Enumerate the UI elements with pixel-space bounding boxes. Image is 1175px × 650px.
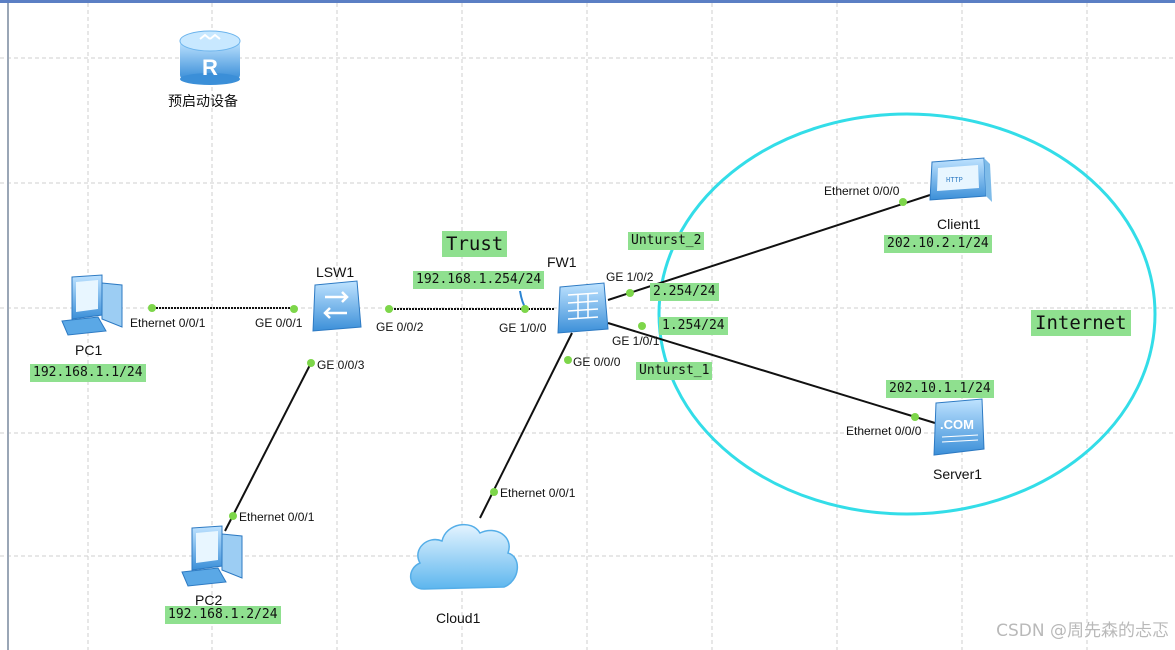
port-dot[interactable]: [521, 305, 529, 313]
server1-label: Server1: [933, 466, 983, 482]
firewall-icon[interactable]: [557, 282, 609, 334]
fw1-label: FW1: [547, 254, 577, 270]
internet-zone-ellipse: [657, 112, 1157, 516]
untrust1-zone-tag: Unturst_1: [636, 362, 713, 380]
port-label-lsw1-ge001: GE 0/0/1: [255, 316, 303, 330]
cloud1-label: Cloud1: [436, 610, 481, 626]
svg-text:R: R: [202, 55, 218, 80]
pc-icon[interactable]: [181, 525, 243, 587]
port-dot[interactable]: [899, 198, 907, 206]
port-dot[interactable]: [490, 488, 498, 496]
port-label-fw1-ge100: GE 1/0/0: [499, 321, 547, 335]
untrust2-zone-tag: Unturst_2: [628, 232, 705, 250]
svg-text:.COM: .COM: [940, 417, 974, 432]
port-label-lsw1-ge002: GE 0/0/2: [376, 320, 424, 334]
port-label-pc2-eth: Ethernet 0/0/1: [239, 510, 315, 524]
client1-ip-tag: 202.10.2.1/24: [884, 235, 992, 253]
cloud-icon[interactable]: [410, 523, 518, 590]
router-preview-label: 预启动设备: [168, 93, 238, 109]
port-dot[interactable]: [229, 512, 237, 520]
port-label-lsw1-ge003: GE 0/0/3: [317, 358, 365, 372]
link-fw1-cloud1[interactable]: [479, 332, 573, 519]
pc-icon[interactable]: [61, 274, 123, 336]
pc2-ip-tag: 192.168.1.2/24: [165, 606, 281, 624]
port-dot[interactable]: [911, 413, 919, 421]
port-dot[interactable]: [638, 322, 646, 330]
server1-ip-tag: 202.10.1.1/24: [886, 380, 994, 398]
port-dot[interactable]: [290, 305, 298, 313]
svg-text:HTTP: HTTP: [946, 177, 963, 185]
client1-label: Client1: [937, 216, 981, 232]
topology-drawing: R HTTP: [0, 3, 1175, 650]
pc1-ip-tag: 192.168.1.1/24: [30, 364, 146, 382]
port-dot[interactable]: [564, 356, 572, 364]
port-dot[interactable]: [148, 304, 156, 312]
port-label-fw1-ge101: GE 1/0/1: [612, 334, 660, 348]
port-label-pc1-eth: Ethernet 0/0/1: [130, 316, 206, 330]
ip-2-254-tag: 2.254/24: [650, 283, 719, 301]
port-dot[interactable]: [626, 289, 634, 297]
link-lsw1-pc2[interactable]: [224, 360, 313, 532]
fw-trust-ip-tag: 192.168.1.254/24: [413, 271, 545, 289]
trust-zone-tag: Trust: [442, 231, 508, 257]
com-server-icon[interactable]: .COM: [933, 398, 985, 456]
ip-1-254-tag: 1.254/24: [659, 317, 728, 335]
csdn-watermark: CSDN @周先森的忐忑: [996, 621, 1169, 641]
switch-icon[interactable]: [312, 280, 362, 332]
port-label-server1-eth: Ethernet 0/0/0: [846, 424, 922, 438]
port-label-fw1-ge000: GE 0/0/0: [573, 355, 621, 369]
port-dot[interactable]: [385, 305, 393, 313]
port-label-cloud1-eth: Ethernet 0/0/1: [500, 486, 576, 500]
router-icon[interactable]: R: [179, 30, 241, 85]
port-dot[interactable]: [307, 359, 315, 367]
link-fw1-server1[interactable]: [607, 322, 936, 424]
link-fw1-client1[interactable]: [607, 194, 931, 301]
port-label-fw1-ge102: GE 1/0/2: [606, 270, 654, 284]
port-label-client1-eth: Ethernet 0/0/0: [824, 184, 900, 198]
internet-zone-tag: Internet: [1031, 310, 1131, 336]
port-dots: [148, 198, 919, 520]
pc1-label: PC1: [75, 342, 103, 358]
pc2-label: PC2: [195, 592, 223, 608]
lsw1-label: LSW1: [316, 264, 355, 280]
http-client-icon[interactable]: HTTP: [929, 157, 992, 202]
links: [150, 194, 936, 532]
